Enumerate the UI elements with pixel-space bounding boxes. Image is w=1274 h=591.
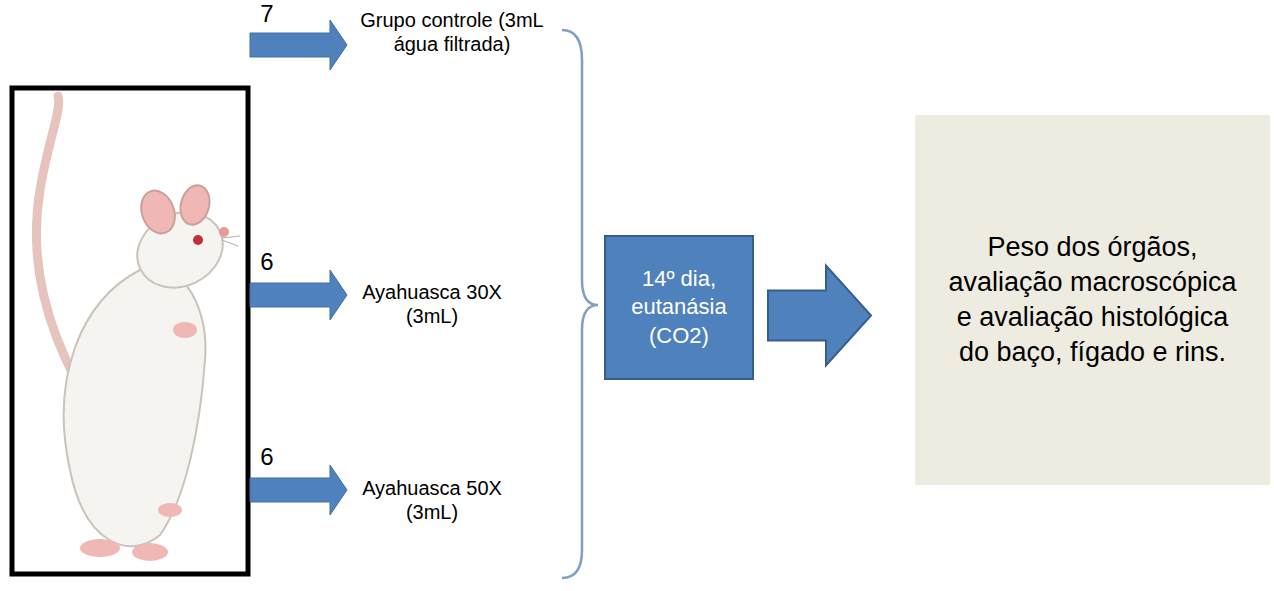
box-text: 14º dia, eutanásia (CO2) <box>616 265 742 351</box>
group-label: Grupo controle (3mL água filtrada) <box>352 8 552 56</box>
step-box: 14º dia, eutanásia (CO2) <box>604 235 754 380</box>
block-arrow <box>768 266 871 366</box>
curly-bracket <box>562 30 598 578</box>
outcome-box: Peso dos órgãos, avaliação macroscópica … <box>915 115 1270 485</box>
group-count: 7 <box>255 0 279 29</box>
group-arrow <box>250 465 347 515</box>
box-text: Peso dos órgãos, avaliação macroscópica … <box>945 230 1240 370</box>
group-count: 6 <box>255 443 279 472</box>
photo-frame <box>12 88 248 574</box>
group-arrow <box>250 20 347 70</box>
group-label: Ayahuasca 30X (3mL) <box>352 280 512 328</box>
group-arrow <box>250 270 347 320</box>
group-count: 6 <box>255 248 279 277</box>
rat-illustration <box>36 96 240 561</box>
group-label: Ayahuasca 50X (3mL) <box>352 476 512 524</box>
